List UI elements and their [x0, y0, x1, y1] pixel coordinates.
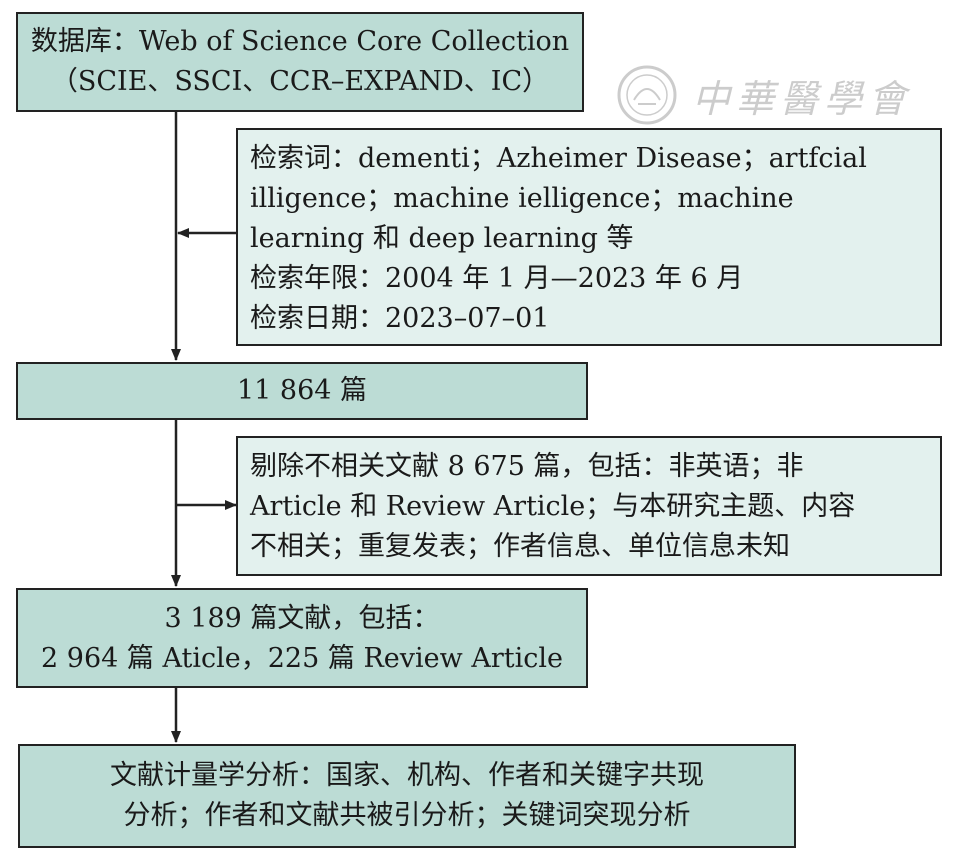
excluded-line-1: 剔除不相关文献 8 675 篇，包括：非英语；非	[250, 451, 804, 482]
search-terms-line-1: 检索词：dementi；Azheimer Disease；artfcial	[250, 143, 867, 174]
search-terms-line-5: 检索日期：2023–07–01	[250, 303, 550, 334]
total-records-box: 11 864 篇	[16, 362, 588, 420]
search-terms-line-3: learning 和 deep learning 等	[250, 223, 634, 254]
included-line-2: 2 964 篇 Aticle，225 篇 Review Article	[41, 643, 563, 674]
included-line-1: 3 189 篇文献，包括：	[164, 603, 440, 634]
database-box: 数据库：Web of Science Core Collection （SCIE…	[16, 12, 584, 112]
search-terms-line-4: 检索年限：2004 年 1 月—2023 年 6 月	[250, 263, 744, 294]
search-terms-line-2: illigence；machine ielligence；machine	[250, 183, 794, 214]
watermark-logo: 中華醫學會	[612, 60, 912, 130]
database-line-1: 数据库：Web of Science Core Collection	[30, 26, 570, 57]
excluded-line-3: 不相关；重复发表；作者信息、单位信息未知	[250, 531, 790, 562]
excluded-line-2: Article 和 Review Article；与本研究主题、内容	[250, 491, 856, 522]
excluded-box: 剔除不相关文献 8 675 篇，包括：非英语；非 Article 和 Revie…	[236, 436, 942, 576]
database-line-2: （SCIE、SSCI、CCR–EXPAND、IC）	[50, 66, 550, 97]
included-box: 3 189 篇文献，包括： 2 964 篇 Aticle，225 篇 Revie…	[16, 588, 588, 688]
total-records-line-1: 11 864 篇	[236, 375, 368, 406]
seal-icon	[617, 65, 677, 125]
search-terms-box: 检索词：dementi；Azheimer Disease；artfcial il…	[236, 128, 942, 346]
analysis-line-2: 分析；作者和文献共被引分析；关键词突现分析	[123, 800, 691, 831]
analysis-line-1: 文献计量学分析：国家、机构、作者和关键字共现	[110, 760, 704, 791]
watermark-text: 中華醫學會	[692, 77, 913, 121]
analysis-box: 文献计量学分析：国家、机构、作者和关键字共现 分析；作者和文献共被引分析；关键词…	[18, 744, 796, 848]
